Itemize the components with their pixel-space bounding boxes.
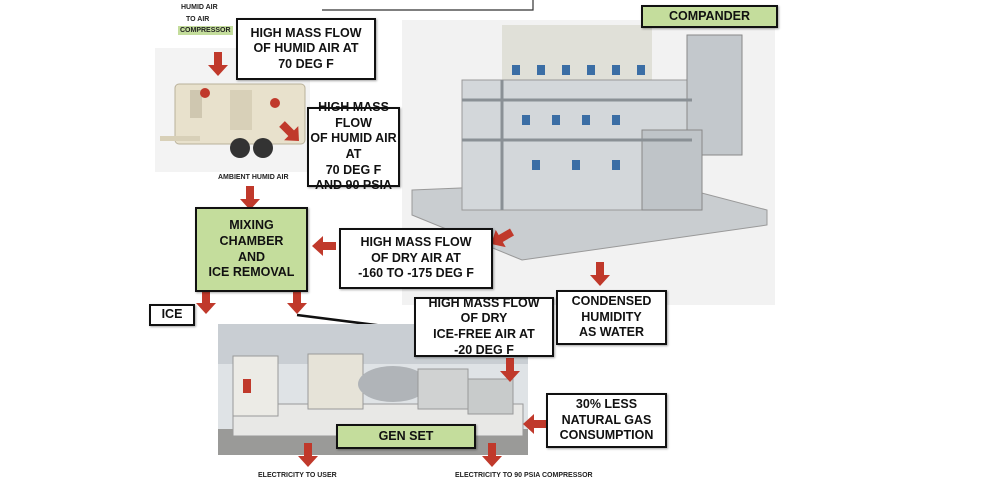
arrow-down-icon xyxy=(196,290,216,314)
box-ice: ICE xyxy=(149,304,195,326)
box-dry-air-cold: HIGH MASS FLOW OF DRY AIR AT -160 TO -17… xyxy=(339,228,493,289)
label-gen-set: GEN SET xyxy=(336,424,476,449)
box-humid-air-70f: HIGH MASS FLOW OF HUMID AIR AT 70 DEG F xyxy=(236,18,376,80)
compander-photo xyxy=(402,20,775,305)
label-electricity-to-compressor: ELECTRICITY TO 90 PSIA COMPRESSOR xyxy=(455,472,593,479)
label-ambient-humid-air: AMBIENT HUMID AIR xyxy=(218,174,289,181)
arrow-down-icon xyxy=(287,290,307,314)
arrow-left-icon xyxy=(312,236,336,256)
label-electricity-to-user: ELECTRICITY TO USER xyxy=(258,472,337,479)
label-compressor: COMPRESSOR xyxy=(178,26,233,35)
label-compander: COMPANDER xyxy=(641,5,778,28)
box-mixing-chamber: MIXING CHAMBER AND ICE REMOVAL xyxy=(195,207,308,292)
box-ice-free-air: HIGH MASS FLOW OF DRY ICE-FREE AIR AT -2… xyxy=(414,296,554,357)
label-to-air: TO AIR xyxy=(186,16,210,23)
label-humid-air: HUMID AIR xyxy=(181,4,218,11)
box-gas-savings: 30% LESS NATURAL GAS CONSUMPTION xyxy=(546,393,667,448)
box-condensed-humidity: CONDENSED HUMIDITY AS WATER xyxy=(556,290,667,345)
box-humid-air-90psia: HIGH MASS FLOW OF HUMID AIR AT 70 DEG F … xyxy=(307,100,400,192)
